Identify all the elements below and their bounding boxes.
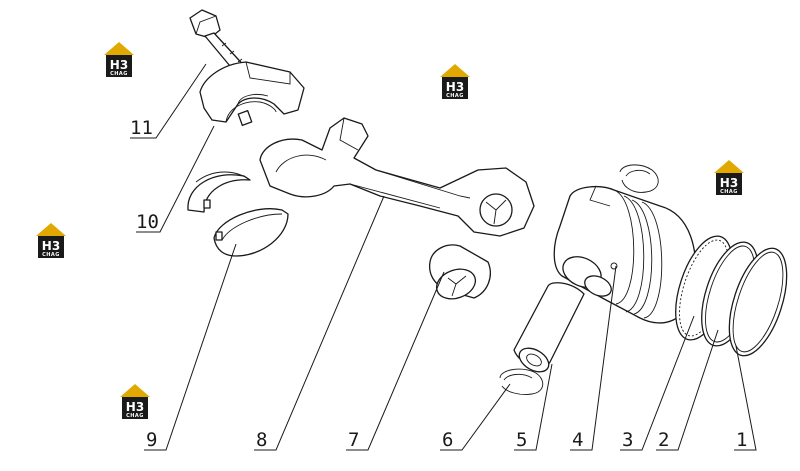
- callout-9: 9: [146, 429, 157, 451]
- piston-ring-outer-icon: [728, 247, 788, 357]
- connecting-rod-icon: [259, 117, 535, 237]
- piston-icon: [553, 185, 697, 324]
- leader-7: [346, 271, 445, 451]
- brand-logo-2: H3 CHAG: [440, 64, 470, 99]
- svg-text:CHAG: CHAG: [110, 71, 128, 77]
- callout-10: 10: [136, 211, 159, 233]
- svg-text:H3: H3: [720, 176, 738, 190]
- leader-10: [136, 125, 215, 233]
- callout-3: 3: [622, 429, 633, 451]
- leader-8: [254, 195, 385, 451]
- callout-2: 2: [658, 429, 669, 451]
- brand-logo-3: H3 CHAG: [714, 160, 744, 195]
- svg-text:H3: H3: [42, 239, 60, 253]
- callout-6: 6: [442, 429, 453, 451]
- svg-text:H3: H3: [126, 400, 144, 414]
- svg-text:CHAG: CHAG: [720, 189, 738, 195]
- circlip-upper-icon: [619, 164, 659, 193]
- leader-9: [144, 243, 237, 451]
- circlip-icon: [499, 368, 544, 395]
- lower-bearing-shell-icon: [213, 208, 289, 257]
- upper-bearing-shell-icon: [187, 171, 251, 213]
- callout-1: 1: [736, 429, 747, 451]
- svg-text:CHAG: CHAG: [42, 252, 60, 258]
- leader-11: [130, 63, 207, 139]
- callout-4: 4: [572, 429, 583, 451]
- rod-cap-icon: [199, 61, 305, 126]
- piston-pin-icon: [513, 282, 585, 373]
- leader-2: [656, 329, 719, 451]
- callout-7: 7: [348, 429, 359, 451]
- leader-4: [570, 265, 617, 451]
- svg-text:CHAG: CHAG: [126, 413, 144, 419]
- svg-text:H3: H3: [110, 58, 128, 72]
- callout-5: 5: [516, 429, 527, 451]
- callout-numbers: 11 10 9 8 7 6 5 4 3 2 1: [130, 117, 747, 451]
- callout-11: 11: [130, 117, 153, 139]
- svg-text:H3: H3: [446, 80, 464, 94]
- small-end-bushing-icon: [428, 244, 491, 300]
- leader-5: [514, 363, 553, 451]
- leader-lines: [130, 63, 757, 451]
- leader-3: [620, 315, 695, 451]
- brand-logo-1: H3 CHAG: [104, 42, 134, 77]
- brand-logo-5: H3 CHAG: [120, 384, 150, 419]
- svg-text:CHAG: CHAG: [446, 93, 464, 99]
- leader-6: [440, 383, 511, 451]
- brand-logo-4: H3 CHAG: [36, 223, 66, 258]
- leader-1: [734, 345, 757, 451]
- callout-8: 8: [256, 429, 267, 451]
